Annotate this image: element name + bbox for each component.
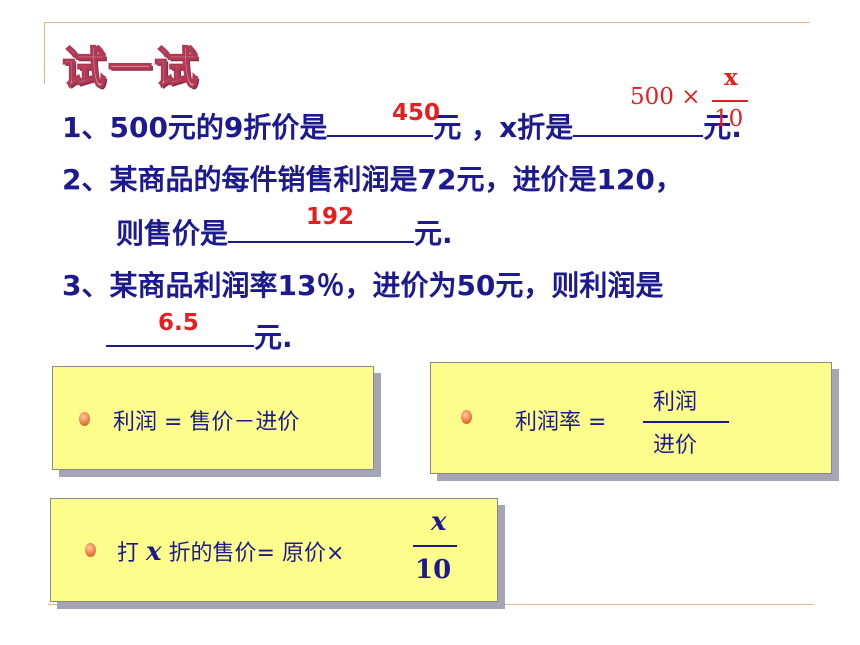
question-2-line-2: 则售价是 元. — [116, 212, 453, 252]
slide-title: 试一试 — [61, 42, 200, 95]
q2-prefix: 则售价是 — [116, 217, 229, 250]
q2-suffix: 元. — [414, 217, 453, 250]
discount-formula-part-c: 原价× — [281, 541, 345, 566]
formula-box-profit: 利润 = 售价－进价 — [52, 366, 374, 470]
discount-formula-part-b: 折的售价= — [168, 541, 275, 566]
q2-answer: 192 — [306, 204, 355, 230]
q3-suffix: 元. — [254, 321, 293, 354]
question-3-line-2: 元. — [106, 316, 293, 356]
profit-rate-label: 利润率 = — [515, 410, 607, 435]
profit-rate-fraction-bar — [643, 421, 729, 423]
q1-answer-2-fraction: 500 × x 10 — [628, 64, 750, 140]
formula-box-discount-price: 打 x 折的售价= 原价× x 10 — [50, 498, 498, 602]
q1-mid: 元 ，x折是 — [433, 111, 574, 144]
frame-line-top — [44, 22, 810, 23]
q1-blank-2 — [573, 109, 704, 137]
q1-answer-2-numerator: x — [724, 64, 738, 91]
profit-formula: 利润 = 售价－进价 — [113, 410, 300, 435]
discount-fraction-numerator: x — [431, 507, 447, 537]
question-1: 1、500元的9折价是 元 ，x折是 元. — [62, 106, 742, 146]
profit-rate-denominator: 进价 — [653, 433, 698, 458]
bullet-icon — [461, 410, 472, 424]
q3-blank — [106, 319, 254, 347]
question-2-line-1: 2、某商品的每件销售利润是72元，进价是120， — [62, 163, 683, 196]
q3-answer: 6.5 — [158, 310, 199, 336]
frame-line-bottom — [48, 604, 814, 605]
q1-answer-2-coefficient: 500 × — [630, 84, 701, 110]
bullet-icon — [85, 543, 96, 557]
discount-formula-part-a: 打 — [117, 541, 140, 566]
q1-answer-2-denominator: 10 — [714, 106, 744, 132]
formula-box-profit-rate: 利润率 = 利润 进价 — [430, 362, 832, 474]
discount-formula: 打 x 折的售价= 原价× — [117, 535, 344, 567]
frame-line-left — [44, 22, 45, 84]
q1-prefix: 1、500元的9折价是 — [62, 111, 328, 144]
profit-rate-numerator: 利润 — [653, 390, 698, 415]
q1-answer-1: 450 — [392, 100, 441, 126]
q1-answer-2-fraction-bar — [712, 100, 748, 102]
question-3-line-1: 3、某商品利润率13％，进价为50元，则利润是 — [62, 269, 664, 302]
discount-formula-variable: x — [146, 537, 162, 567]
q1-blank-1 — [327, 109, 434, 137]
q2-blank — [228, 215, 415, 243]
bullet-icon — [79, 412, 90, 426]
discount-fraction-denominator: 10 — [415, 555, 452, 585]
discount-fraction-bar — [413, 545, 457, 547]
q1-suffix: 元. — [703, 111, 742, 144]
